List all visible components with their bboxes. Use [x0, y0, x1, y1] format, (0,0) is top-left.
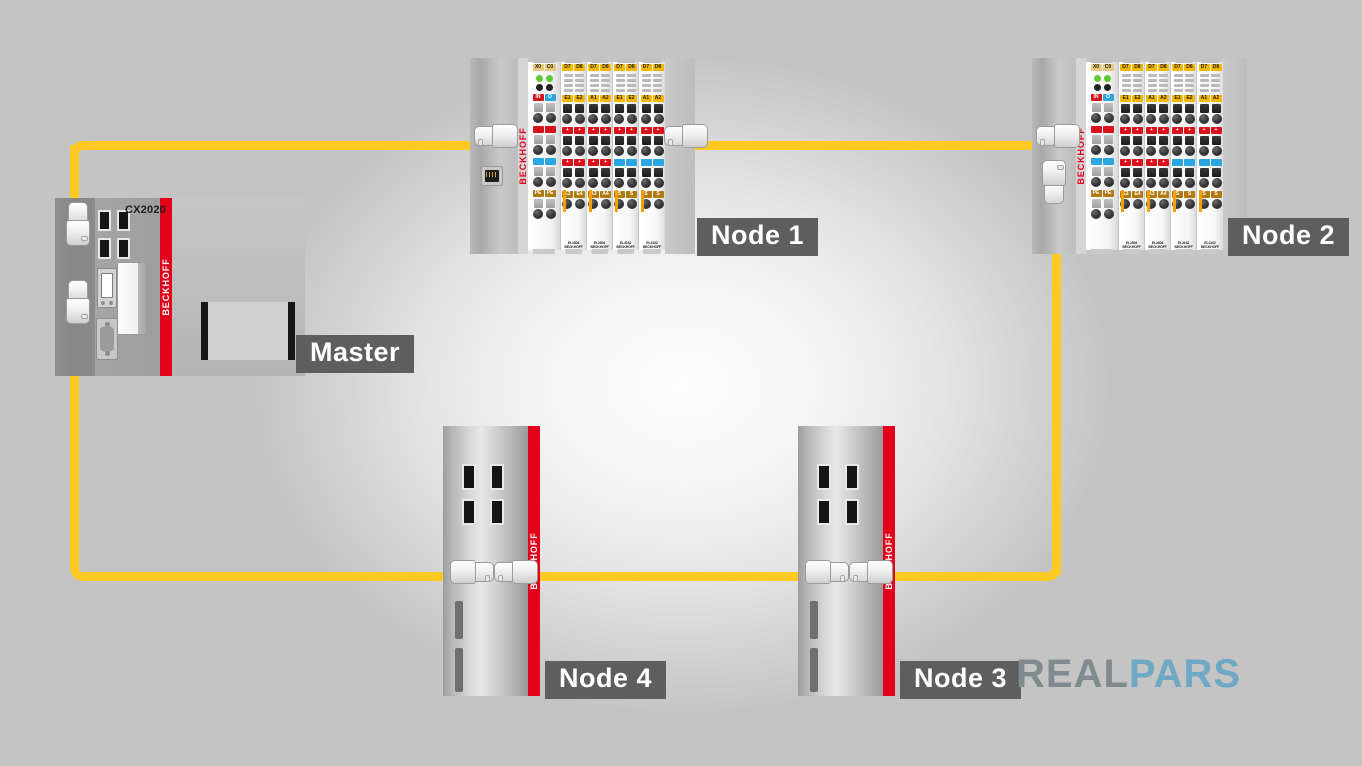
- node1-coupler[interactable]: X0 C0 IN O: [528, 58, 561, 254]
- node3-usb-port-1[interactable]: [817, 464, 831, 490]
- node3-usb-port-2[interactable]: [845, 464, 859, 490]
- master-card-slot: [201, 302, 295, 360]
- plate-master: Master: [296, 335, 415, 373]
- node3-rj45-plug-left[interactable]: [805, 559, 849, 585]
- device-node2[interactable]: BECKHOFF X0 C0 IN O: [1032, 58, 1247, 254]
- node2-coupler-top-labels: X0 C0: [1086, 64, 1118, 71]
- node2-terminal-4[interactable]: D7 D8 A1 A2 ++: [1197, 58, 1223, 254]
- node1-terminal-4[interactable]: D7 D8 A1 A2 ++: [639, 58, 665, 254]
- device-master[interactable]: BECKHOFF CX2020: [55, 198, 305, 376]
- node3-usb-port-4[interactable]: [845, 499, 859, 525]
- node1-terminal-2[interactable]: D7 D8 A1 A2 ++: [587, 58, 613, 254]
- cable-master-to-node1-vertical: [70, 145, 79, 220]
- node2-rj45-plug-in[interactable]: [1036, 123, 1080, 149]
- node4-vent-2: [455, 648, 463, 692]
- node4-usb-port-3[interactable]: [462, 499, 476, 525]
- node1-rj45-plug-in[interactable]: [474, 123, 518, 149]
- plate-node2: Node 2: [1228, 218, 1350, 256]
- master-model-label: CX2020: [125, 204, 166, 216]
- node3-rj45-plug-right[interactable]: [849, 559, 893, 585]
- master-rj45-plug-bottom[interactable]: [65, 280, 91, 324]
- node1-brand-strip: BECKHOFF: [518, 58, 528, 254]
- node1-coupler-leds-green: [535, 75, 553, 82]
- node1-coupler-leds-black: [535, 84, 553, 91]
- master-rj45-plug-top[interactable]: [65, 202, 91, 246]
- logo-text-real: REAL: [1016, 652, 1129, 696]
- node2-left-rail: [1032, 58, 1076, 254]
- cable-corner-bottom-right: [1035, 555, 1061, 581]
- cable-master-to-node1-horizontal: [92, 141, 482, 150]
- node1-coupler-screws-3: [533, 167, 555, 176]
- node4-usb-port-2[interactable]: [490, 464, 504, 490]
- cable-node2-to-node3-vertical: [1052, 195, 1061, 575]
- node4-usb-port-4[interactable]: [490, 499, 504, 525]
- node1-rj45-jack[interactable]: [481, 166, 503, 186]
- plate-node3: Node 3: [900, 661, 1022, 699]
- node2-rj45-plug-out[interactable]: [1041, 160, 1067, 204]
- cable-node1-to-node2: [688, 141, 1056, 150]
- node1-coupler-screws-2: [533, 135, 555, 144]
- master-dvi-port[interactable]: [97, 268, 117, 308]
- node2-brand-strip: BECKHOFF: [1076, 58, 1086, 254]
- master-usb-port-1[interactable]: [98, 210, 111, 231]
- master-brand-strip: BECKHOFF: [160, 198, 172, 376]
- node2-terminal-3[interactable]: D7 D8 E1 E2 ++: [1171, 58, 1197, 254]
- node1-coupler-dots-1: [532, 113, 556, 123]
- node4-usb-port-1[interactable]: [462, 464, 476, 490]
- node4-rj45-plug-right[interactable]: [494, 559, 538, 585]
- node2-terminal-1[interactable]: D7 D8 E1 E2 ++: [1119, 58, 1145, 254]
- node1-terminal-strip[interactable]: X0 C0 IN O: [528, 58, 665, 254]
- master-usb-port-2[interactable]: [117, 210, 130, 231]
- logo-text-pars: PARS: [1128, 652, 1242, 696]
- node3-usb-port-3[interactable]: [817, 499, 831, 525]
- node1-brand-label: BECKHOFF: [518, 127, 528, 185]
- node1-coupler-row-in: IN O: [528, 94, 560, 101]
- device-node1[interactable]: BECKHOFF X0 C0 IN O: [470, 58, 695, 254]
- node1-terminal-1-leds: [563, 74, 584, 92]
- node1-coupler-dots-3: [532, 177, 556, 187]
- cable-node3-to-node4: [522, 572, 822, 581]
- node4-vent-1: [455, 601, 463, 639]
- plate-node1: Node 1: [697, 218, 819, 256]
- master-expansion-card: [117, 262, 147, 335]
- node2-coupler[interactable]: X0 C0 IN O: [1086, 58, 1119, 254]
- master-usb-port-4[interactable]: [117, 238, 130, 259]
- cable-corner-top-left: [70, 141, 96, 167]
- node1-coupler-screws-1: [533, 103, 555, 112]
- node1-coupler-row-pe: PE PE: [528, 190, 560, 197]
- node3-vent-1: [810, 601, 818, 639]
- cable-node4-to-master-vertical: [70, 318, 79, 563]
- node1-coupler-top-labels: X0 C0: [528, 64, 560, 71]
- node2-terminal-strip[interactable]: X0 C0 IN O: [1086, 58, 1223, 254]
- cable-node2-to-node3-horizontal: [880, 572, 1038, 581]
- master-usb-port-3[interactable]: [98, 238, 111, 259]
- cable-node4-to-master-horizontal: [92, 572, 462, 581]
- master-brand-label: BECKHOFF: [161, 258, 171, 316]
- node4-rj45-plug-left[interactable]: [450, 559, 494, 585]
- node1-left-rail: [470, 58, 518, 254]
- node1-coupler-screws-4: [533, 199, 555, 208]
- node1-terminal-3[interactable]: D7 D8 E1 E2 ++: [613, 58, 639, 254]
- node1-terminal-1[interactable]: D7 D8 E1 E2 ++: [561, 58, 587, 254]
- node1-right-backplate: [665, 58, 695, 254]
- node1-coupler-dots-2: [532, 145, 556, 155]
- node1-rj45-plug-out[interactable]: [664, 123, 708, 149]
- realpars-logo: REALPARS: [1016, 652, 1241, 697]
- node1-coupler-row-2: [528, 126, 560, 133]
- node1-coupler-row-3: [528, 158, 560, 165]
- node1-coupler-dots-4: [532, 209, 556, 219]
- cable-corner-bottom-left: [70, 555, 96, 581]
- node3-vent-2: [810, 648, 818, 692]
- node2-terminal-2[interactable]: D7 D8 A1 A2 ++: [1145, 58, 1171, 254]
- master-serial-port[interactable]: [96, 318, 118, 360]
- plate-node4: Node 4: [545, 661, 667, 699]
